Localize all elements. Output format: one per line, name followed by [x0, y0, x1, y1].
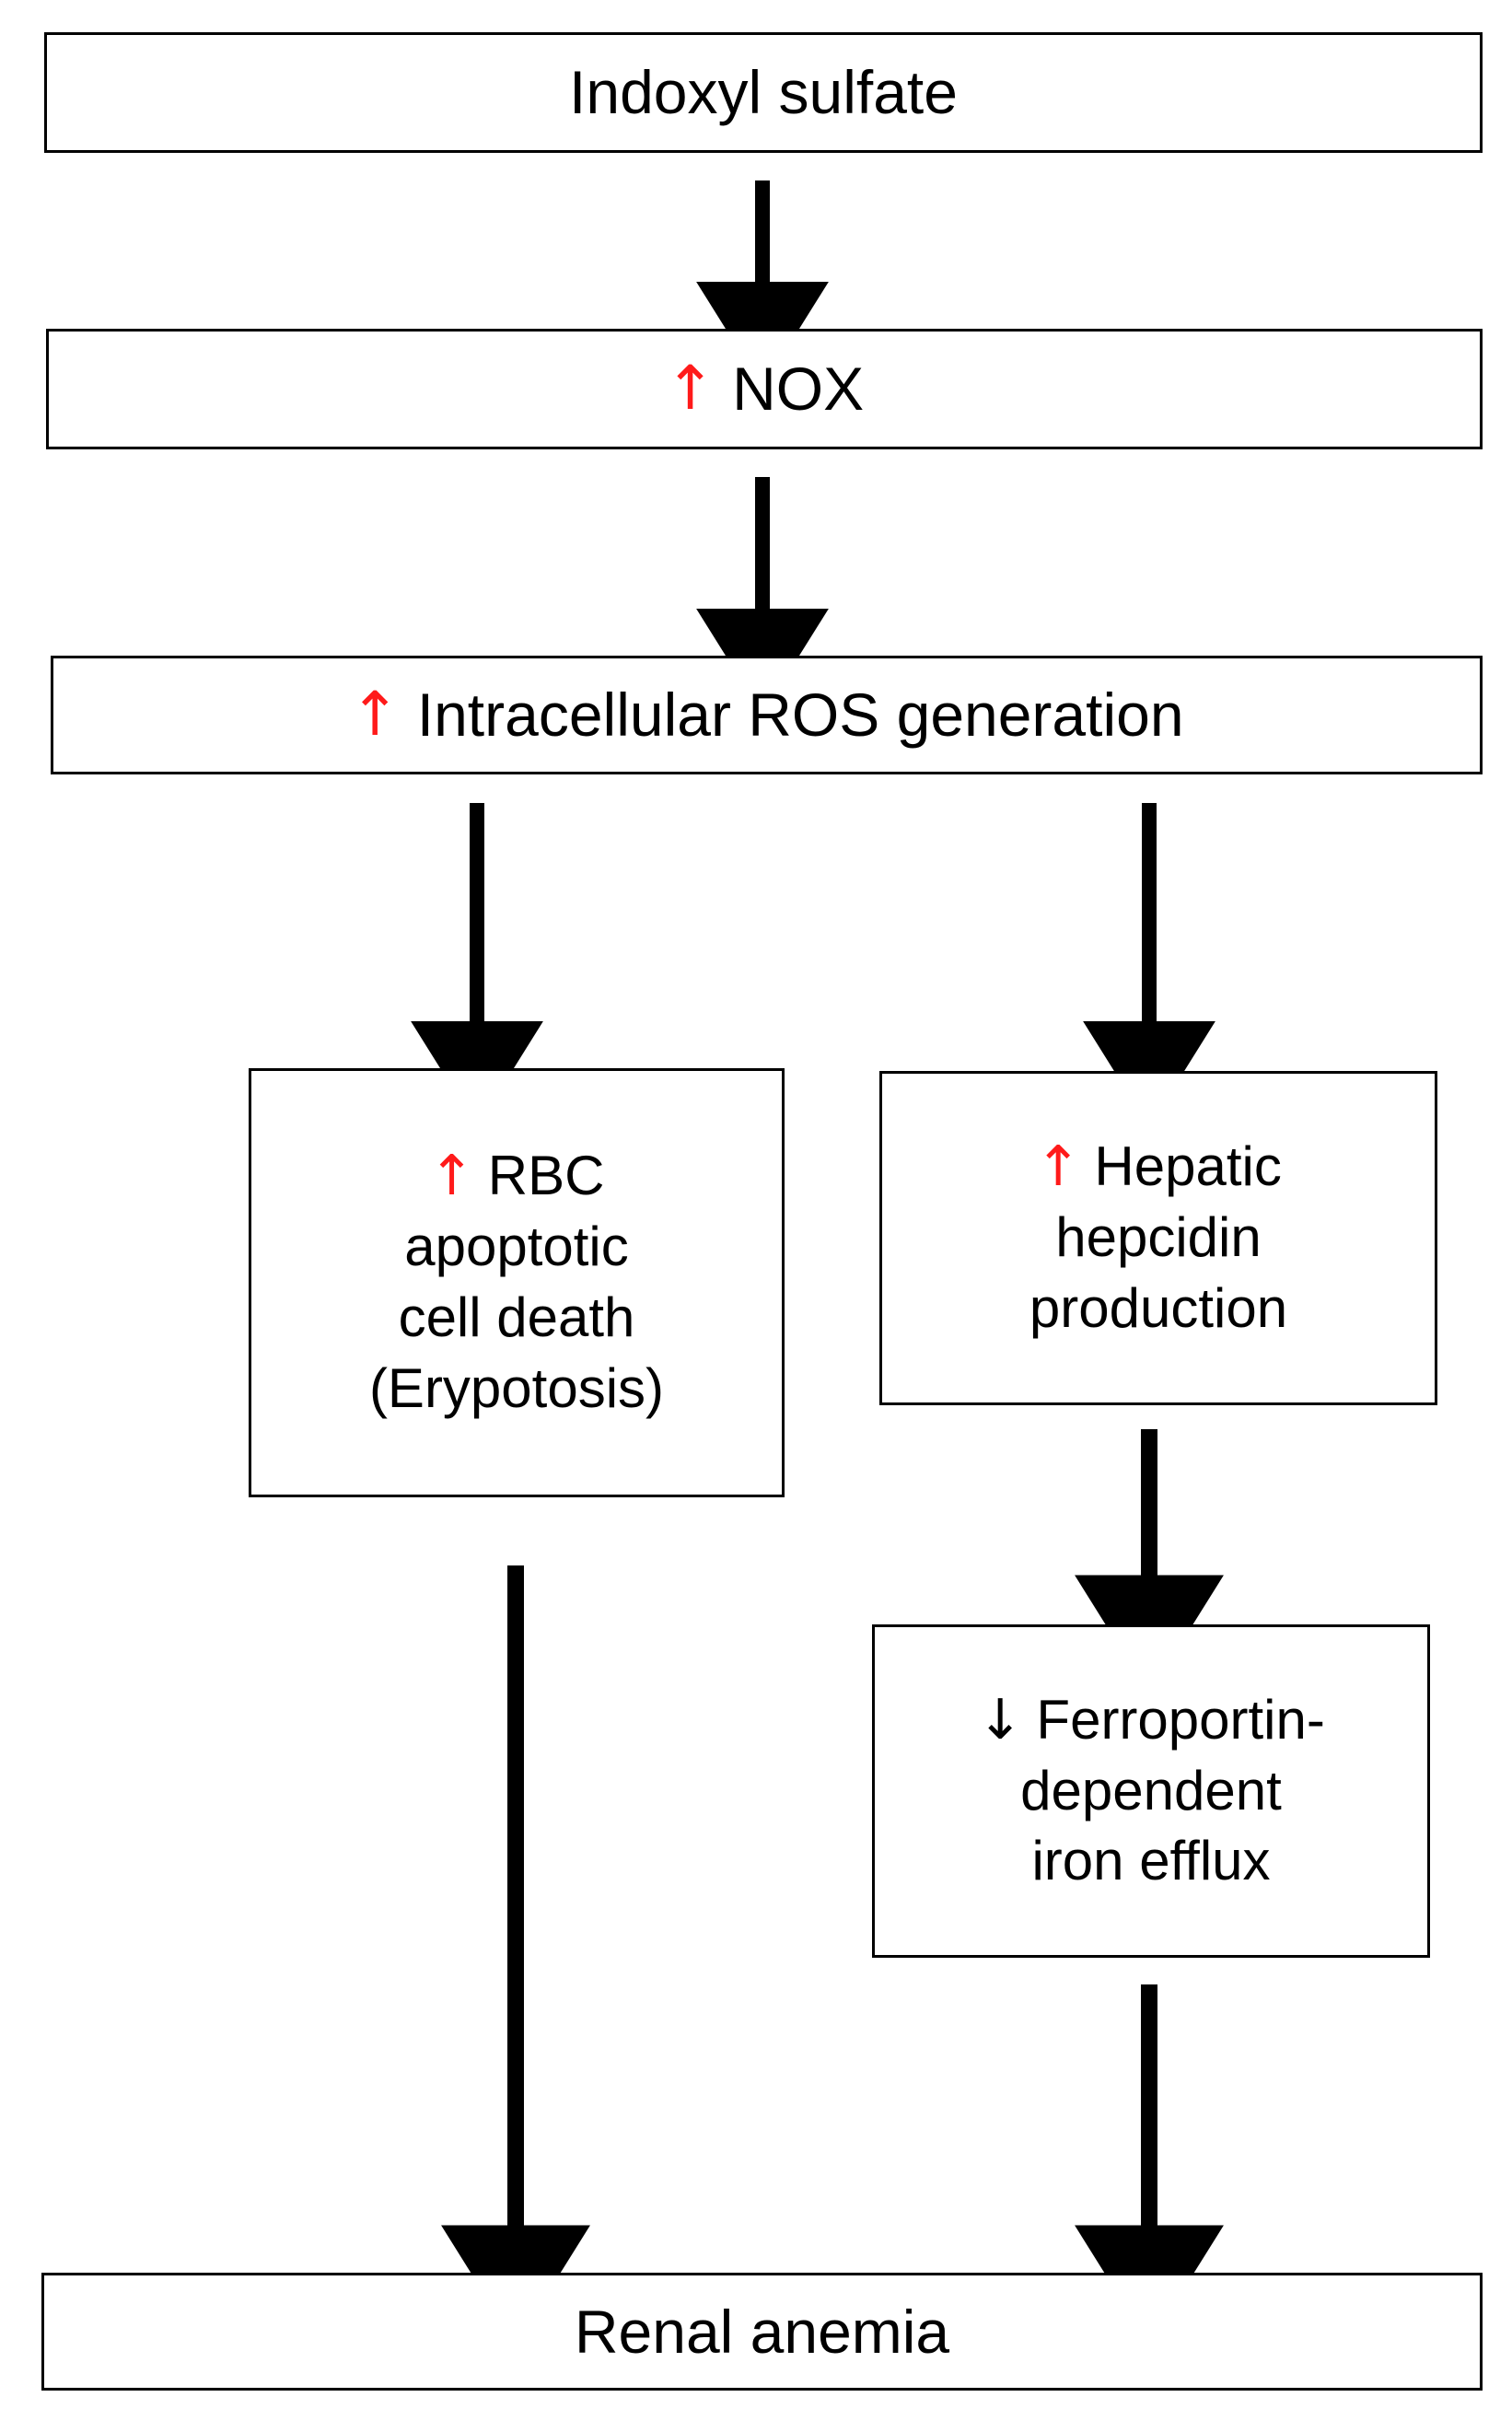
node-hepatic-hepcidin-production[interactable]: ↑Hepatic hepcidin production: [879, 1071, 1437, 1405]
node-label-nox: NOX: [732, 355, 865, 424]
node-label-rbc-apoptotic-cell-death: RBC apoptotic cell death (Erypotosis): [368, 1145, 665, 1419]
node-label-renal-anemia: Renal anemia: [574, 2297, 950, 2366]
node-label-ferroportin-dependent-iron-efflux: Ferroportin- dependent iron efflux: [1020, 1688, 1325, 1892]
node-ferroportin-dependent-iron-efflux[interactable]: ↓Ferroportin- dependent iron efflux: [872, 1624, 1430, 1958]
node-intracellular-ros-generation[interactable]: ↑ Intracellular ROS generation: [51, 656, 1483, 774]
increase-arrow-icon: ↑: [664, 353, 716, 425]
increase-arrow-icon: ↑: [428, 1144, 475, 1209]
decrease-arrow-icon: ↓: [977, 1687, 1024, 1752]
increase-arrow-icon: ↑: [349, 679, 401, 751]
node-nox[interactable]: ↑ NOX: [46, 329, 1483, 449]
node-label-hepatic-hepcidin-production: Hepatic hepcidin production: [1029, 1135, 1288, 1339]
node-rbc-apoptotic-cell-death[interactable]: ↑RBC apoptotic cell death (Erypotosis): [249, 1068, 785, 1497]
node-indoxyl-sulfate[interactable]: Indoxyl sulfate: [44, 32, 1483, 153]
increase-arrow-icon: ↑: [1035, 1135, 1082, 1200]
node-label-indoxyl-sulfate: Indoxyl sulfate: [569, 58, 958, 127]
node-renal-anemia[interactable]: Renal anemia: [41, 2273, 1483, 2391]
node-label-intracellular-ros-generation: Intracellular ROS generation: [416, 681, 1184, 750]
